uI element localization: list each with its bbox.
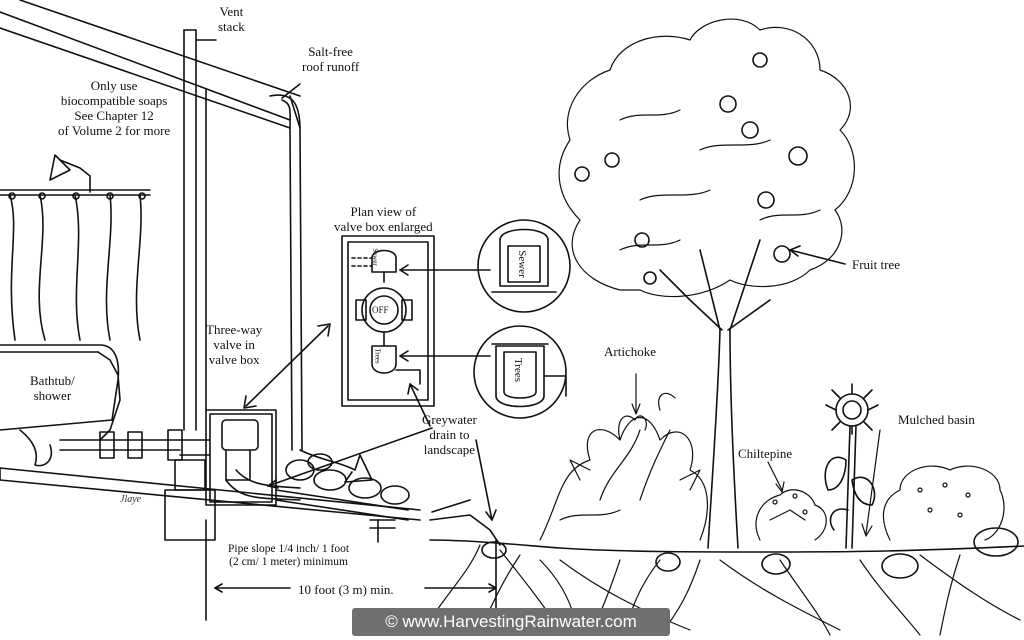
plan-arrows xyxy=(399,264,491,362)
trees-detail-label: Trees xyxy=(512,357,525,383)
distance-label: 10 foot (3 m) min. xyxy=(298,582,394,597)
artist-signature: Jlaye xyxy=(120,494,142,505)
plan-view-box xyxy=(341,235,435,407)
double-arrow xyxy=(243,323,331,409)
downspout xyxy=(269,94,373,483)
sewer-detail xyxy=(477,219,571,313)
off-label: OFF xyxy=(372,305,389,315)
distance-dimension xyxy=(205,519,497,621)
three-way-label: Three-way valve in valve box xyxy=(206,322,263,367)
bathtub xyxy=(0,344,121,467)
trees-small-label: Trees xyxy=(373,348,382,364)
sewer-detail-label: Sewer xyxy=(515,250,528,278)
chiltepine-plant xyxy=(755,461,827,541)
vent-stack xyxy=(183,29,197,431)
fruit-tree-canopy xyxy=(558,18,856,298)
vent-stack-label: Vent stack xyxy=(218,4,245,34)
chiltepine-label: Chiltepine xyxy=(738,446,793,461)
copyright-banner: © www.HarvestingRainwater.com xyxy=(352,608,670,636)
basin-stones xyxy=(481,527,1019,579)
artichoke-plant xyxy=(539,373,709,541)
mulched-basin-shrub xyxy=(861,429,1005,541)
mulched-basin-label: Mulched basin xyxy=(898,412,975,427)
outlet-pipe xyxy=(275,489,409,521)
greywater-label: Greywater drain to landscape xyxy=(422,412,477,457)
fruit-tree-label: Fruit tree xyxy=(852,257,901,272)
fruit-tree-trunk xyxy=(659,239,771,549)
soaps-note-label: Only use biocompatible soaps See Chapter… xyxy=(58,78,171,138)
greywater-leaders xyxy=(267,383,497,521)
ground xyxy=(429,499,1024,553)
fruit-tree-arrow xyxy=(789,245,846,265)
salt-free-arrow xyxy=(281,83,301,99)
roots xyxy=(429,544,1021,636)
drain-pipe xyxy=(59,429,216,541)
fruits xyxy=(574,52,808,285)
plan-view-label: Plan view of valve box enlarged xyxy=(334,204,433,234)
shower xyxy=(0,154,151,341)
pipe-slope-label: Pipe slope 1/4 inch/ 1 foot (2 cm/ 1 met… xyxy=(228,543,350,568)
roof xyxy=(0,0,301,129)
trees-detail xyxy=(473,325,567,419)
pipe-slope-marker xyxy=(369,519,396,543)
sunflower xyxy=(824,383,879,549)
bathtub-label: Bathtub/ shower xyxy=(30,373,75,403)
salt-free-label: Salt-free roof runoff xyxy=(302,44,360,74)
artichoke-label: Artichoke xyxy=(604,344,656,359)
sewer-small-label: Sewer xyxy=(370,248,379,266)
valve-box xyxy=(205,409,301,506)
